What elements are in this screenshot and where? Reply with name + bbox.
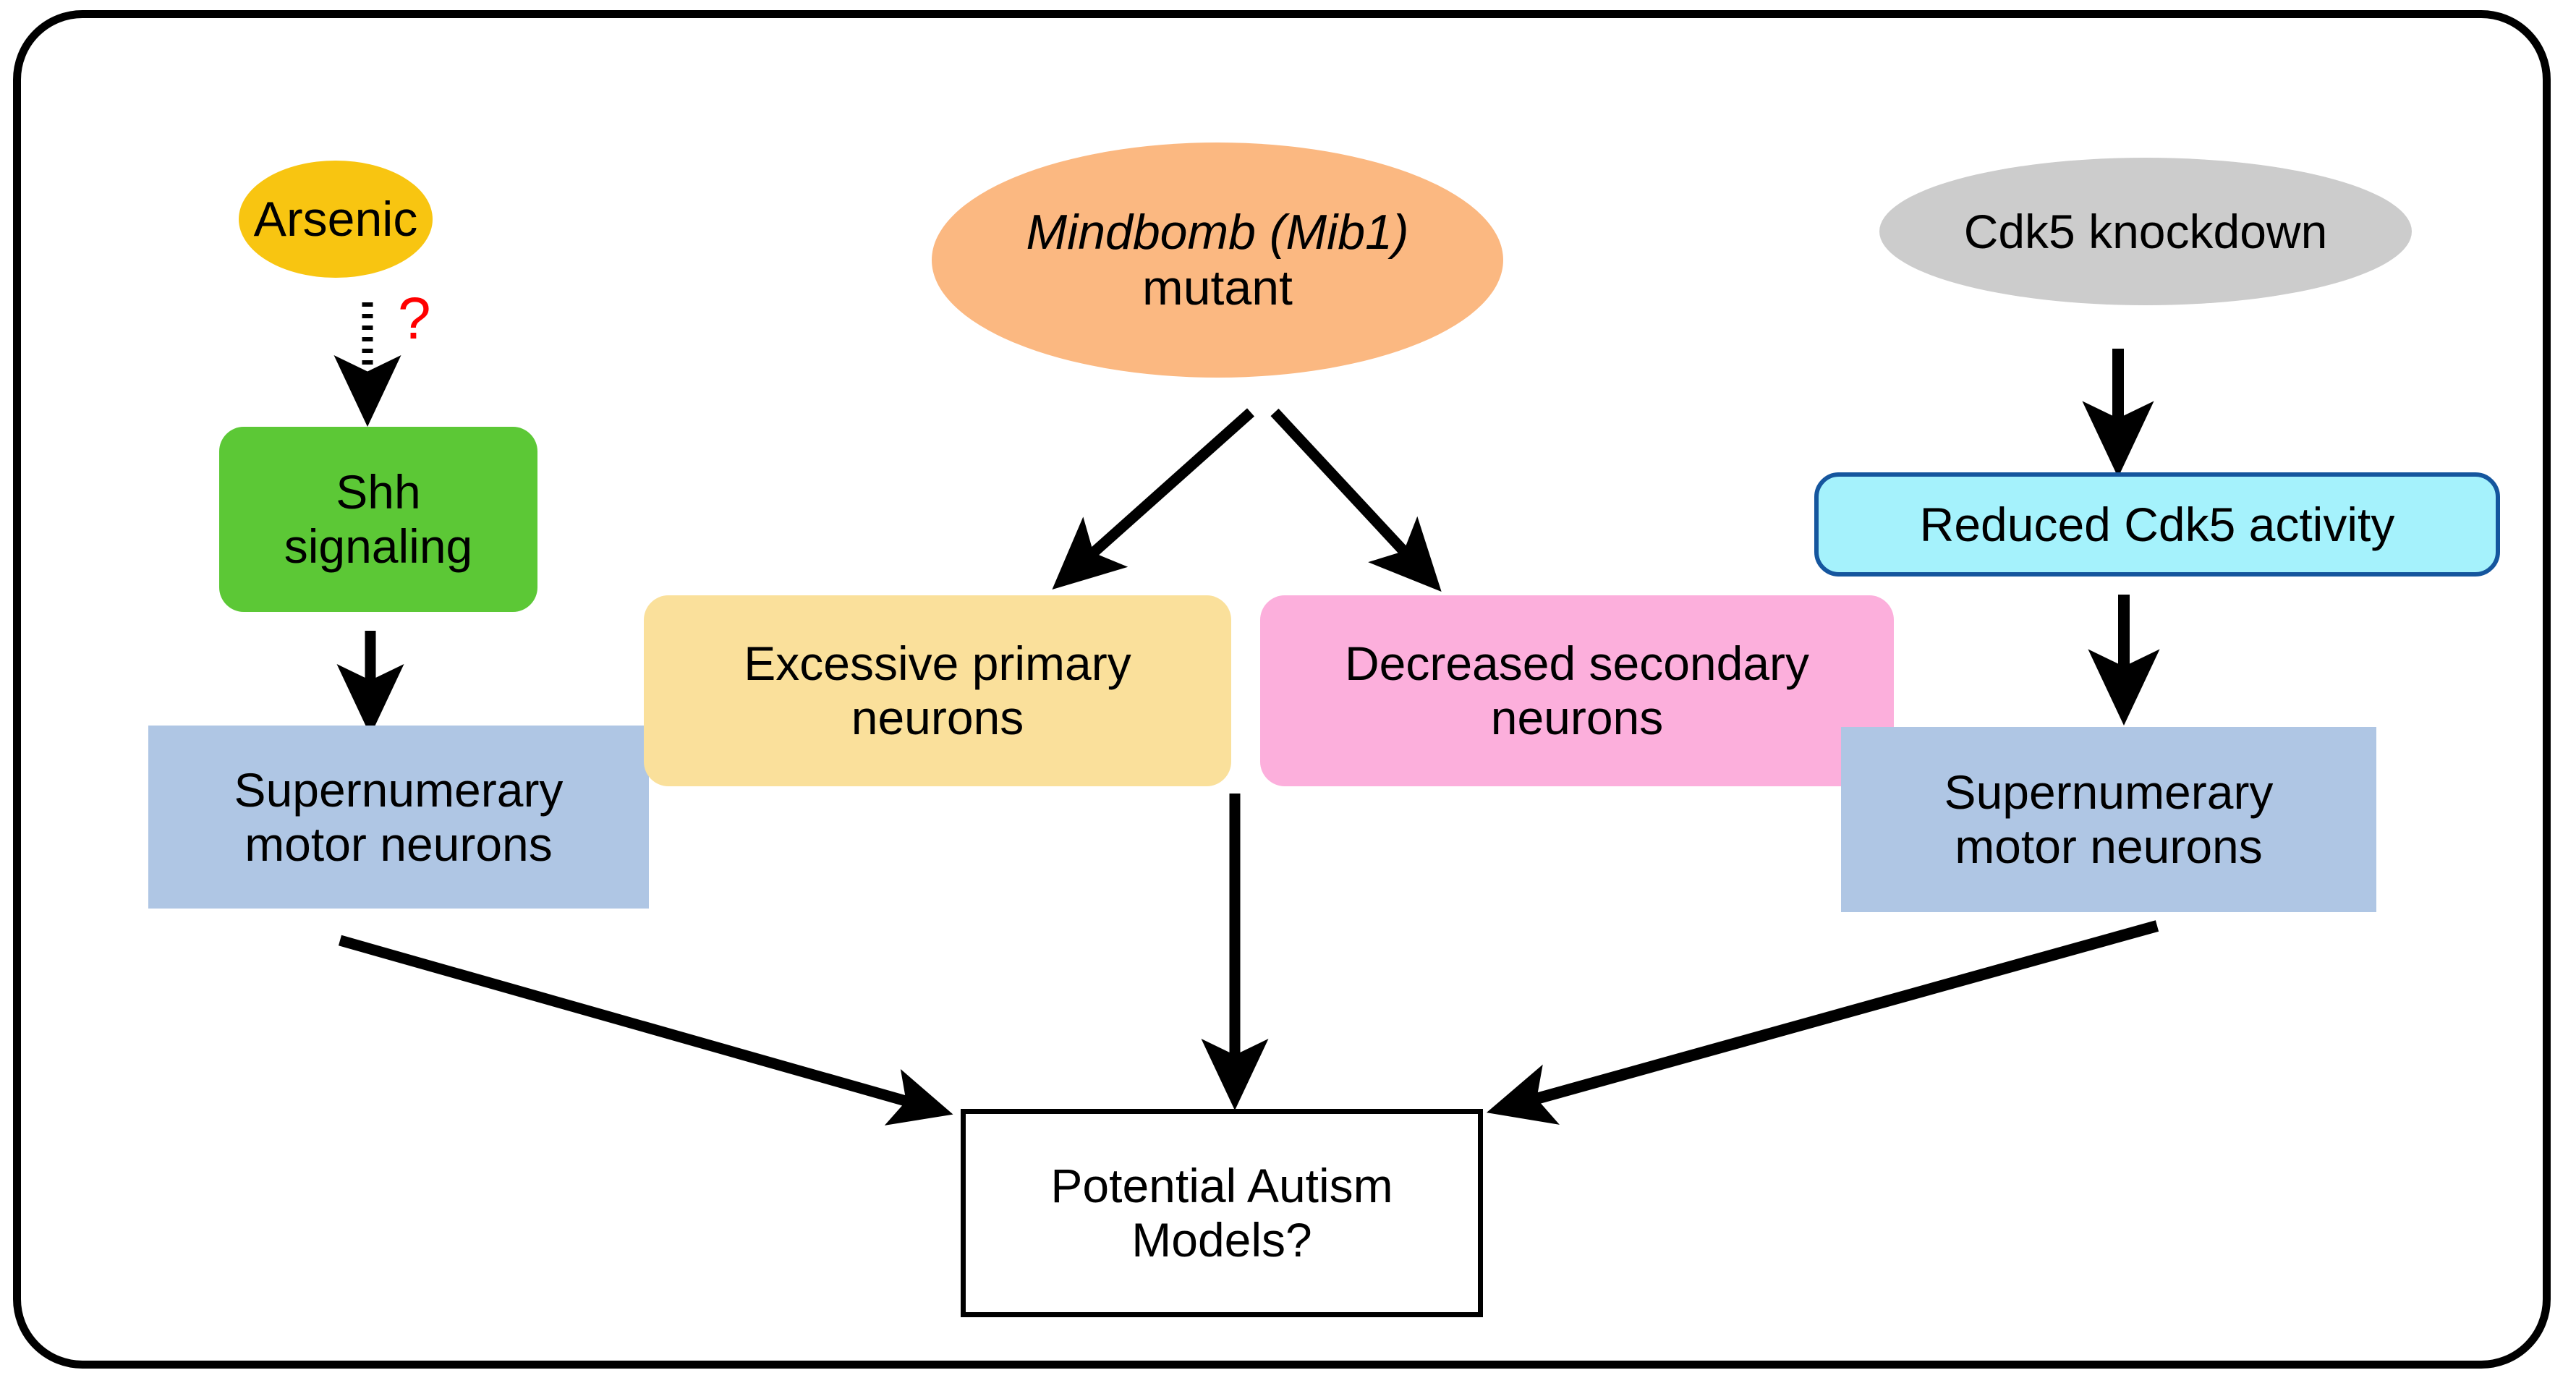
node-shh-signaling[interactable]: Shh signaling [219,427,537,612]
node-mindbomb-line1: Mindbomb (Mib1) [1026,204,1409,260]
node-mindbomb-mutant[interactable]: Mindbomb (Mib1) mutant [932,142,1503,378]
node-reduced-cdk5-activity[interactable]: Reduced Cdk5 activity [1814,472,2500,577]
node-supernumerary-left-line1: Supernumerary [234,762,564,817]
node-potential-autism-models[interactable]: Potential Autism Models? [961,1109,1483,1317]
node-mindbomb-line2: mutant [1142,260,1293,315]
node-supernumerary-motor-neurons-left[interactable]: Supernumerary motor neurons [148,726,649,909]
node-decreased-secondary-neurons[interactable]: Decreased secondary neurons [1260,595,1894,786]
node-excessive-line1: Excessive primary [744,637,1131,691]
node-autism-line2: Models? [1131,1213,1312,1267]
node-supernumerary-left-line2: motor neurons [245,817,553,871]
node-supernumerary-right-line2: motor neurons [1955,820,2263,873]
node-shh-line2: signaling [284,519,473,573]
node-excessive-line2: neurons [851,691,1024,744]
node-supernumerary-right-line1: Supernumerary [1944,765,2274,820]
node-reduced-cdk5-label: Reduced Cdk5 activity [1919,497,2395,551]
node-cdk5-knockdown-label: Cdk5 knockdown [1963,204,2328,258]
node-cdk5-knockdown[interactable]: Cdk5 knockdown [1879,158,2412,305]
node-excessive-primary-neurons[interactable]: Excessive primary neurons [644,595,1231,786]
node-autism-line1: Potential Autism [1050,1159,1393,1213]
node-arsenic-label: Arsenic [253,191,418,247]
node-decreased-line2: neurons [1490,691,1664,744]
node-decreased-line1: Decreased secondary [1344,637,1810,691]
node-shh-line1: Shh [336,465,421,519]
question-mark-annotation: ? [398,286,431,352]
node-supernumerary-motor-neurons-right[interactable]: Supernumerary motor neurons [1841,727,2376,912]
node-arsenic[interactable]: Arsenic [239,161,433,278]
